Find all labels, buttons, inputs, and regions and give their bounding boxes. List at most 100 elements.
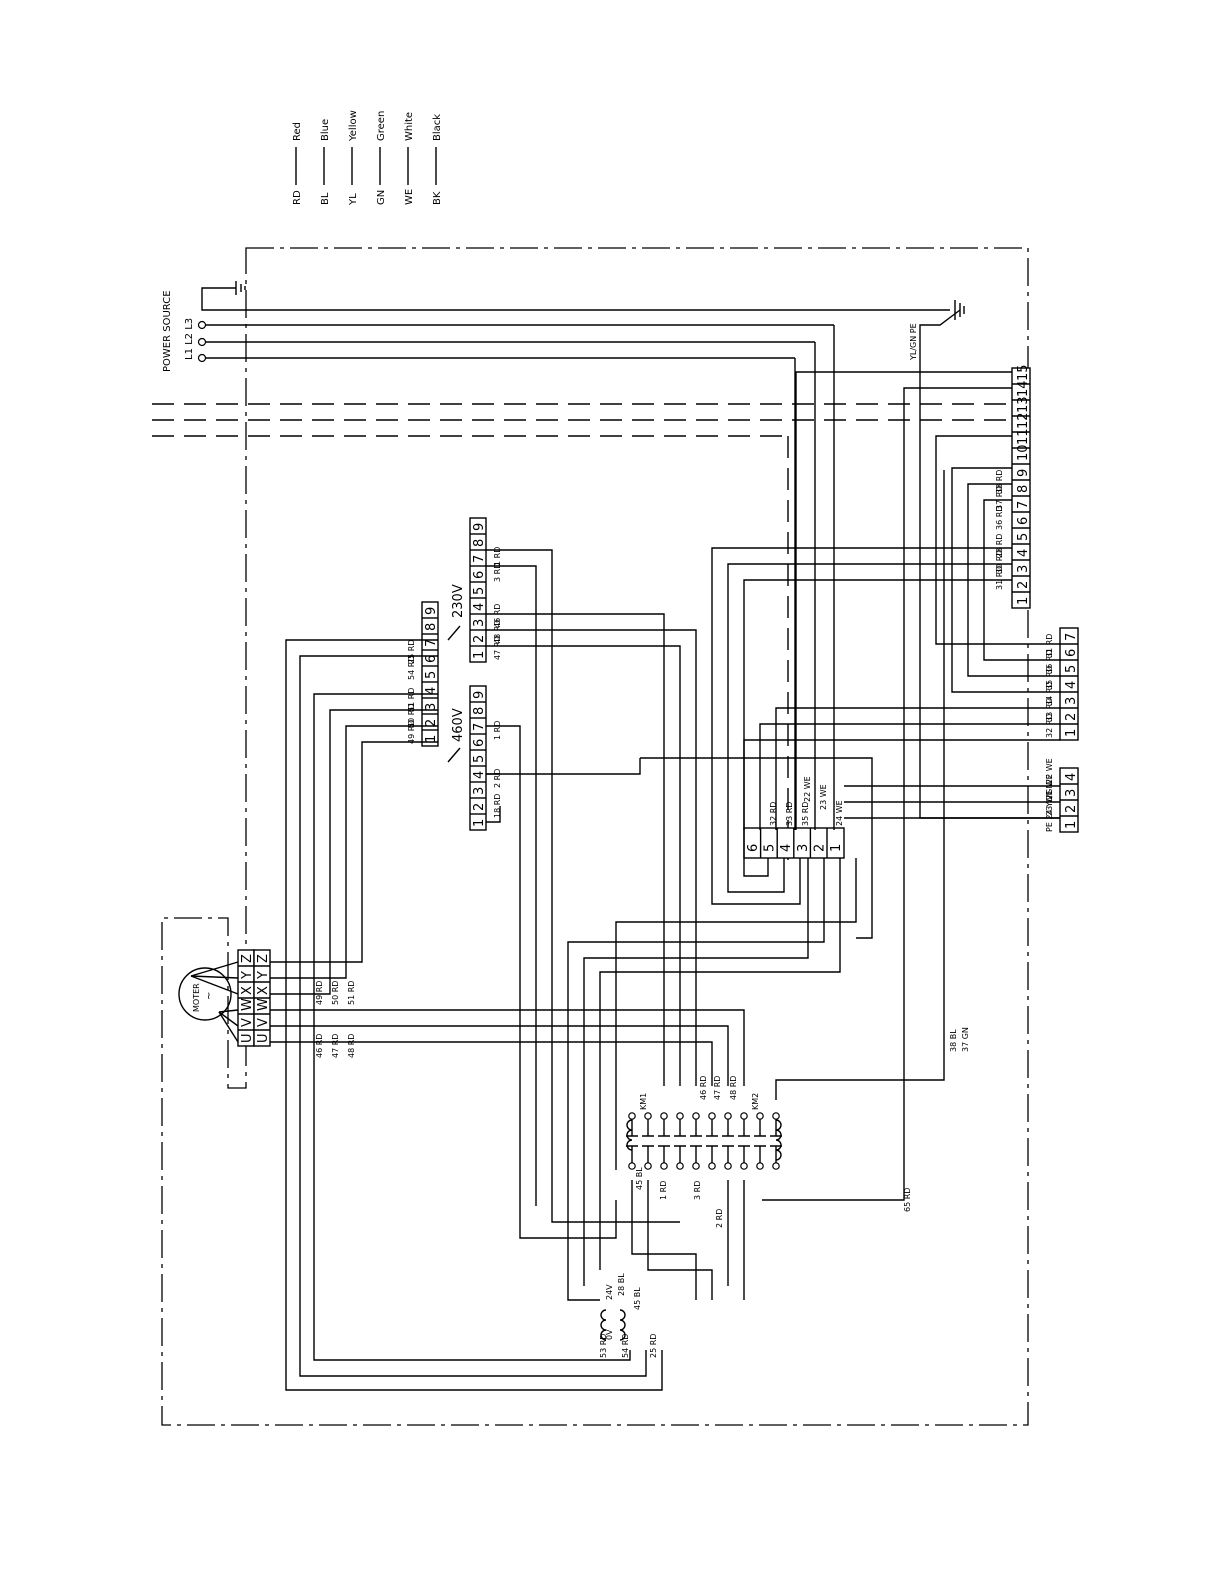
enclosure-outline [161,247,1029,1426]
motor-wire-label: 47 RD [331,1034,340,1058]
earth-symbol-icon [235,281,246,295]
strip4-terminal-1: 1 [1064,821,1079,829]
motorlink-terminal-4: 4 [424,687,439,695]
v230-terminal-9: 9 [472,523,487,531]
strip7-terminal-1: 1 [1064,729,1079,737]
v230-wire-label: 46 RD [493,604,502,628]
motor-link-wire-label: 49 RD [407,720,416,744]
color-legend: RD Red BL Blue YL Yellow GN Green WE Whi… [292,110,443,206]
km1-label: KM1 [639,1093,648,1110]
main-terminal-11: 11 [1016,428,1031,445]
v230-wire-label: 47 RD [493,636,502,660]
motorlink-terminal-8: 8 [424,623,439,631]
motor-label: MOTER [192,983,201,1012]
power-source-lines: L1 L2 L3 [184,318,195,360]
v460-terminal-1: 1 [472,819,487,827]
motor-wire-label: 51 RD [347,981,356,1005]
v230-wire-label: 48 RD [493,620,502,644]
transformer-24v: 24V [605,1284,614,1300]
motor-link-wire-label: 54 RD [407,656,416,680]
v230-terminal-8: 8 [472,539,487,547]
v460-wire-label: 1 RD [493,721,502,740]
l3-terminal [197,320,207,330]
motor-link-wire-label: 51 RD [407,688,416,712]
motor-terminal-bottom-X: X [256,986,271,995]
strip4-wire-label: 21 WE [1045,774,1054,800]
transformer-wire-label: 53 RD [599,1334,608,1358]
main-strip-wire-label: 36 RD [995,506,1004,530]
misc-wire-label: 38 BL [949,1029,958,1052]
l1-terminal [197,353,207,363]
v460-terminal-7: 7 [472,723,487,731]
strip7-terminal-3: 3 [1064,697,1079,705]
legend-name-white: White [404,112,415,141]
motor-symbol: ~ [204,992,215,1000]
misc-wire-label: 65 RD [903,1188,912,1212]
strip4-wire-label: 22 WE [1045,758,1054,784]
strip7-terminal-7: 7 [1064,633,1079,641]
main-strip-wire-label: 38 RD [995,470,1004,494]
power-source: POWER SOURCE L1 L2 L3 YL/GN PE [162,281,1060,819]
v230-terminal-6: 6 [472,571,487,579]
strip7-wire-label: 32 RD [1045,714,1054,738]
controller-terminal-6: 6 [746,844,761,852]
motor-terminal-top-U: U [240,1033,255,1043]
earth-label: YL/GN PE [909,323,918,361]
v230-wire-label: 1 RD [493,547,502,566]
main-terminal-6: 6 [1016,517,1031,525]
transformer-wire-label: 45 BL [633,1287,642,1310]
controller-terminal-3: 3 [796,844,811,852]
legend-code-we: WE [404,189,415,205]
earth-symbol-right-icon [954,300,965,320]
motor-circle [178,967,232,1021]
external-dashed-lines [152,403,1012,860]
strip4-wire-label: PE 24 YL/GN [1045,783,1054,832]
main-strip-wire-label: 28 RD [995,534,1004,558]
contactor-wire-label: 46 RD [699,1076,708,1100]
legend-name-black: Black [432,114,443,141]
km2-label: KM2 [751,1093,760,1110]
motor-link-wire-label: 50 RD [407,704,416,728]
strip7-wire-label: 36 RD [1045,650,1054,674]
controller-wire-label: 33 RD [785,802,794,826]
strip4-terminal-3: 3 [1064,789,1079,797]
v230-terminal-7: 7 [472,555,487,563]
wires [270,325,1060,1391]
strip7-terminal-6: 6 [1064,649,1079,657]
contactor-wire-label: 45 BL [635,1167,644,1190]
legend-code-yl: YL [348,193,359,206]
motor-terminal-top-W: W [240,998,255,1011]
v460-terminal-8: 8 [472,707,487,715]
l2-terminal [197,337,207,347]
contactor-wire-label: 2 RD [715,1209,724,1228]
motor-terminal-bottom-Y: Y [256,971,271,980]
motor-terminal-top-V: V [240,1018,255,1027]
motor-terminal-bottom-W: W [256,998,271,1011]
motor-wire-label: 46 RD [315,1034,324,1058]
contactor-wire-label: 48 RD [729,1076,738,1100]
v460-terminal-3: 3 [472,787,487,795]
motorlink-terminal-5: 5 [424,671,439,679]
main-strip-wire-label: 31 RD [995,566,1004,590]
motor-terminal-top-Y: Y [240,971,255,980]
motorlink-terminal-9: 9 [424,607,439,615]
transformer-0v: 0V [605,1329,614,1340]
strip4-wire-label: 23 WE [1045,790,1054,816]
main-terminal-3: 3 [1016,565,1031,573]
controller-terminal-4: 4 [779,844,794,852]
motorlink-terminal-3: 3 [424,703,439,711]
label-460v: 460V [451,708,466,742]
controller-terminal-2: 2 [812,844,827,852]
main-terminal-13: 13 [1016,396,1031,413]
contactor-wire-label: 1 RD [659,1181,668,1200]
v460-terminal-9: 9 [472,691,487,699]
strip7-wire-label: 35 RD [1045,666,1054,690]
main-terminal-7: 7 [1016,501,1031,509]
controller-wire-label: 22 WE [803,776,812,802]
v230-terminal-3: 3 [472,619,487,627]
legend-code-gn: GN [376,190,387,205]
